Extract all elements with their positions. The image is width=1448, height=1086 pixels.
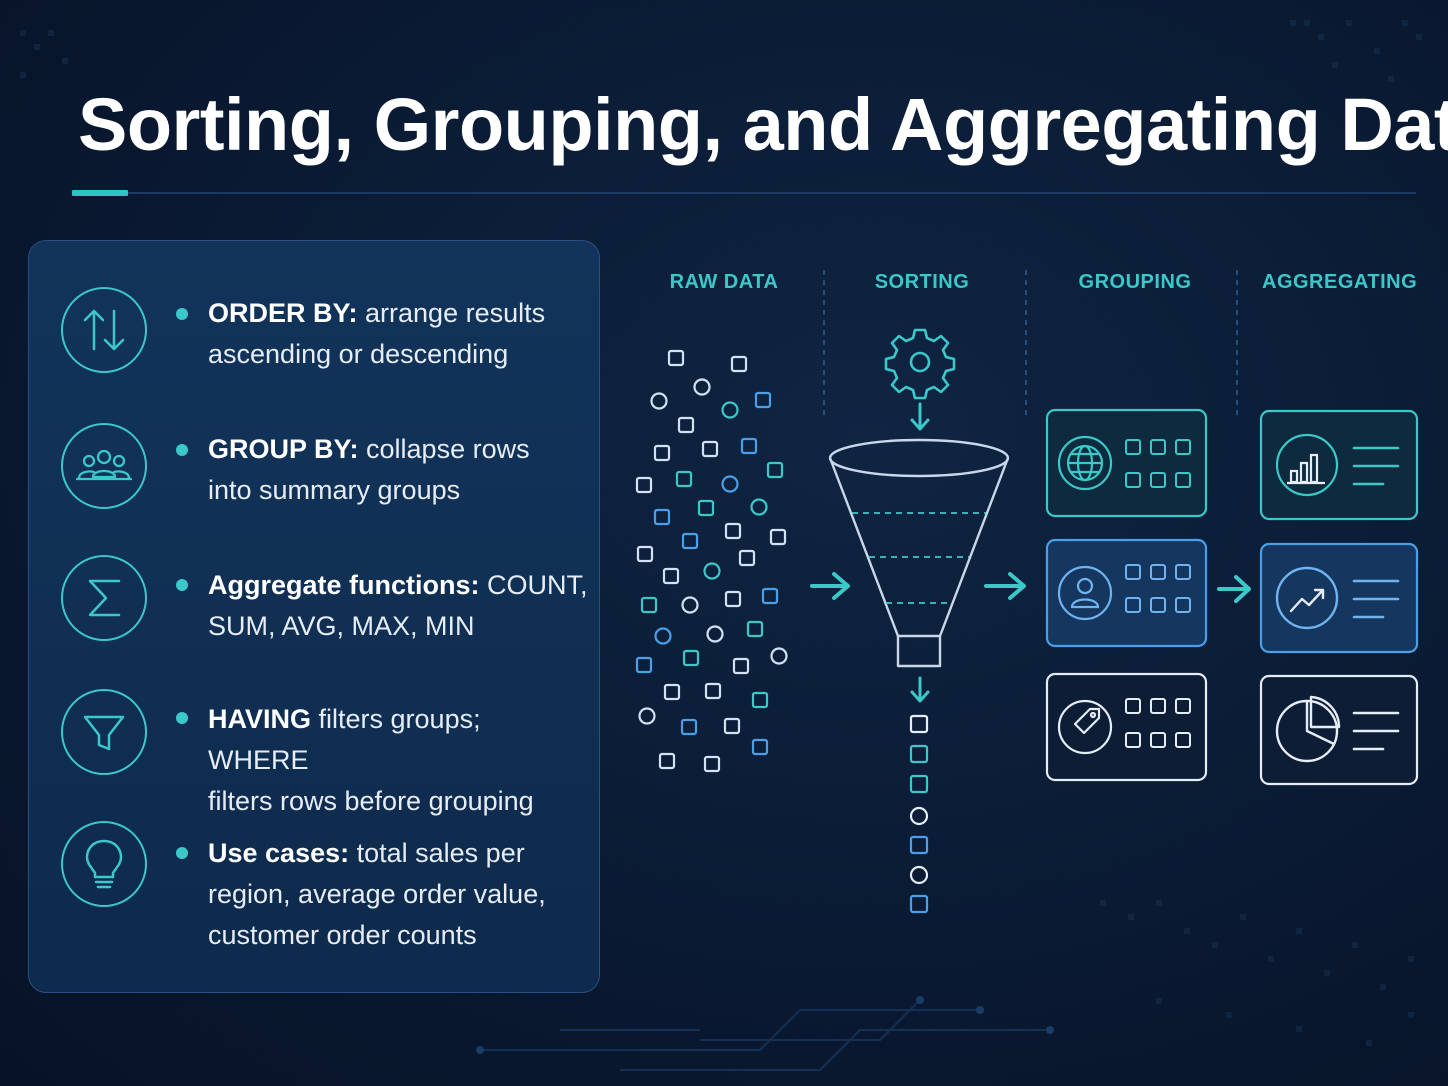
aggregate-card-bar: [1259, 409, 1419, 521]
stage-label-grouping: GROUPING: [1078, 271, 1192, 293]
concept-desc-line1: collapse rows: [358, 434, 530, 464]
raw-data-points: [635, 349, 788, 773]
stage-label-raw-data: RAW DATA: [669, 271, 779, 293]
concept-desc-line2: filters rows before grouping: [208, 786, 534, 816]
aggregate-card-line: [1259, 542, 1419, 654]
concept-desc-line2: ascending or descending: [208, 339, 509, 369]
funnel-levels: [852, 512, 986, 604]
stage-label-sorting: SORTING: [874, 271, 970, 293]
flow-arrows: [810, 572, 1251, 603]
bullet: [176, 847, 188, 859]
concept-desc-line1: total sales per: [349, 838, 525, 868]
concept-term: Use cases:: [208, 838, 350, 868]
users-group-icon: [61, 423, 147, 509]
pie-chart-icon: [1275, 695, 1341, 763]
concept-term: ORDER BY:: [208, 298, 358, 328]
concept-desc-line2: region, average order value,: [208, 879, 546, 909]
aggregate-card-pie: [1259, 674, 1419, 786]
concept-desc-line3: customer order counts: [208, 920, 477, 950]
stage-separators: [823, 270, 1238, 418]
arrow-down-to-funnel: [910, 402, 930, 431]
concept-desc-line2: into summary groups: [208, 475, 461, 505]
sigma-icon: [61, 555, 147, 641]
bar-chart-icon: [1275, 433, 1339, 497]
bullet: [176, 579, 188, 591]
concept-text: HAVING filters groups; WHERE filters row…: [208, 699, 588, 822]
funnel-icon: [828, 438, 1010, 668]
stage-label-aggregating: AGGREGATING: [1262, 271, 1418, 293]
title-divider-accent: [72, 190, 128, 196]
bullet: [176, 712, 188, 724]
filter-funnel-icon: [61, 689, 147, 775]
line-chart-icon: [1275, 566, 1339, 630]
gear-icon: [884, 328, 956, 400]
concept-text: Use cases: total sales per region, avera…: [208, 833, 588, 956]
globe-icon: [1057, 435, 1113, 491]
concept-term: Aggregate functions:: [208, 570, 480, 600]
concept-text: GROUP BY: collapse rows into summary gro…: [208, 429, 588, 511]
page-title: Sorting, Grouping, and Aggregating Data: [78, 83, 1448, 166]
title-divider: [72, 192, 1416, 194]
concept-text: Aggregate functions: COUNT, SUM, AVG, MA…: [208, 565, 588, 647]
concepts-panel: ORDER BY: arrange results ascending or d…: [28, 240, 600, 993]
concept-desc-line1: filters groups; WHERE: [208, 704, 481, 775]
sorted-data-points: [909, 714, 929, 914]
sort-arrows-icon: [61, 287, 147, 373]
concept-desc-line1: arrange results: [357, 298, 546, 328]
bullet: [176, 444, 188, 456]
group-card-globe: [1045, 408, 1208, 518]
concept-text: ORDER BY: arrange results ascending or d…: [208, 293, 588, 375]
concept-desc-line1: COUNT,: [479, 570, 588, 600]
group-card-user: [1045, 538, 1208, 648]
concept-desc-line2: SUM, AVG, MAX, MIN: [208, 611, 475, 641]
group-card-tag: [1045, 672, 1208, 782]
arrow-down-from-funnel: [910, 676, 930, 703]
tag-icon: [1057, 699, 1113, 755]
user-icon: [1057, 565, 1113, 621]
concept-term: HAVING: [208, 704, 312, 734]
lightbulb-icon: [61, 821, 147, 907]
bullet: [176, 308, 188, 320]
concept-term: GROUP BY:: [208, 434, 359, 464]
